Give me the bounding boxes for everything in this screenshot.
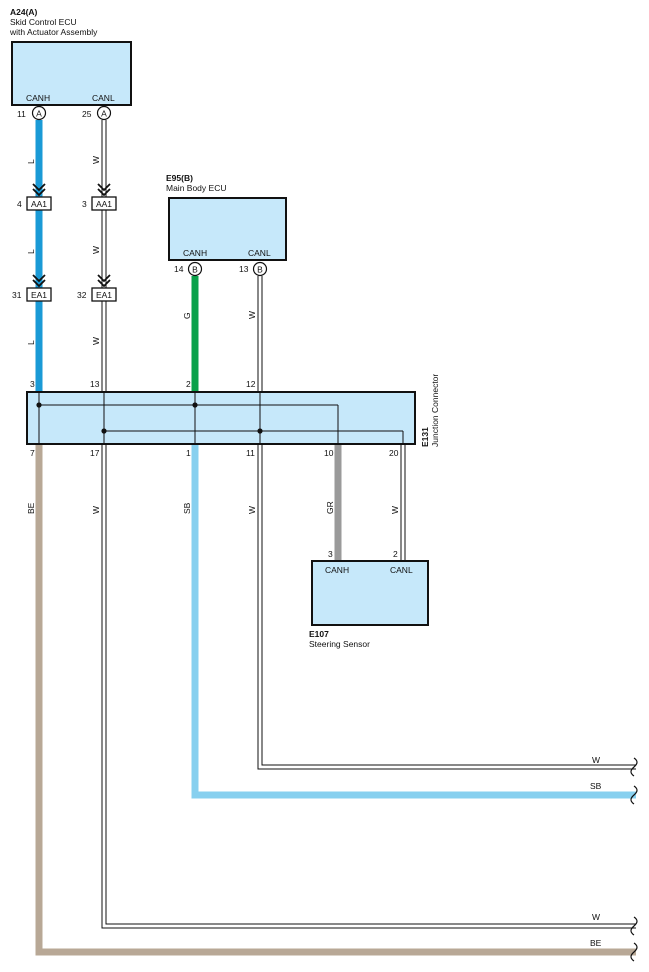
e95-canl-label: CANL [248, 248, 271, 258]
svg-text:B: B [192, 265, 198, 275]
e95-connector-b-left: B [187, 261, 203, 277]
e107-code: E107 [309, 629, 329, 639]
e107-steering-sensor-box [311, 560, 429, 626]
connector-aa1-left-label: AA1 [31, 199, 47, 209]
connector-ea1-right [91, 287, 117, 302]
e95-canl-pin-number: 13 [239, 264, 249, 274]
e131-internal-bus [36, 392, 404, 444]
e131-bottom-pin-10: 10 [324, 448, 334, 458]
e131-name: Junction Connector [430, 374, 440, 447]
e131-code: E131 [420, 427, 430, 447]
chevron-aa1-right [97, 183, 111, 197]
e107-canh-pin-number: 3 [328, 549, 333, 559]
connector-ea1-left-label: EA1 [31, 290, 47, 300]
wire-label-w-3: W [91, 337, 101, 345]
connector-aa1-right-pin: 3 [82, 199, 87, 209]
e131-bottom-pin-20: 20 [389, 448, 399, 458]
chevron-ea1-left [32, 274, 46, 288]
wire-label-w-7: W [390, 506, 400, 514]
e95-name: Main Body ECU [166, 183, 226, 193]
wire-label-sb: SB [182, 502, 192, 514]
e131-bottom-pin-1: 1 [186, 448, 191, 458]
wire-w-out-upper [257, 444, 636, 770]
wire-label-g: G [182, 312, 192, 319]
a24-canh-label: CANH [26, 93, 50, 103]
out-wire-label-w-upper: W [592, 755, 600, 765]
svg-text:B: B [257, 265, 263, 275]
connector-aa1-right-label: AA1 [96, 199, 112, 209]
a24-name-2: with Actuator Assembly [9, 27, 98, 37]
wire-label-w-1: W [91, 156, 101, 164]
wire-label-l-3: L [26, 340, 36, 345]
a24-connector-a-left: A [31, 105, 47, 121]
wire-label-be: BE [26, 502, 36, 514]
chevron-ea1-right [97, 274, 111, 288]
e95-main-body-ecu-box [168, 197, 287, 261]
e131-bottom-pin-11: 11 [246, 448, 255, 458]
wire-label-l-2: L [26, 249, 36, 254]
chevron-aa1-left [32, 183, 46, 197]
connector-ea1-right-pin: 32 [77, 290, 87, 300]
e107-canh-label: CANH [325, 565, 349, 575]
e131-bottom-pin-7: 7 [30, 448, 35, 458]
out-wire-label-sb: SB [590, 781, 602, 791]
wire-label-w-5: W [91, 506, 101, 514]
e107-canl-pin-number: 2 [393, 549, 398, 559]
e131-bottom-pin-17: 17 [90, 448, 100, 458]
wire-sb [191, 444, 636, 799]
svg-text:A: A [36, 109, 42, 119]
a24-connector-a-right: A [96, 105, 112, 121]
connector-ea1-left [26, 287, 52, 302]
a24-canl-label: CANL [92, 93, 115, 103]
wire-label-gr: GR [325, 501, 335, 514]
wire-label-w-6: W [247, 506, 257, 514]
a24-skid-control-ecu-box [11, 41, 132, 106]
e95-canh-pin-number: 14 [174, 264, 184, 274]
e107-canl-label: CANL [390, 565, 413, 575]
e95-canh-label: CANH [183, 248, 207, 258]
e131-top-pin-3: 3 [30, 379, 35, 389]
out-wire-label-w-lower: W [592, 912, 600, 922]
connector-aa1-left [26, 196, 52, 211]
e95-connector-b-right: B [252, 261, 268, 277]
svg-text:A: A [101, 109, 107, 119]
out-wire-label-be: BE [590, 938, 602, 948]
connector-ea1-left-pin: 31 [12, 290, 22, 300]
e131-top-pin-13: 13 [90, 379, 100, 389]
connector-aa1-right [91, 196, 117, 211]
connector-ea1-right-label: EA1 [96, 290, 112, 300]
a24-canl-pin-number: 25 [82, 109, 92, 119]
e107-name: Steering Sensor [309, 639, 370, 649]
break-marks [630, 757, 638, 962]
wire-label-w-4: W [247, 311, 257, 319]
a24-name-1: Skid Control ECU [10, 17, 77, 27]
wire-be [35, 444, 636, 956]
wire-label-l-1: L [26, 159, 36, 164]
connector-aa1-left-pin: 4 [17, 199, 22, 209]
e131-junction-connector-box [26, 391, 416, 445]
e95-code: E95(B) [166, 173, 193, 183]
e131-top-pin-2: 2 [186, 379, 191, 389]
e131-top-pin-12: 12 [246, 379, 256, 389]
wire-w-out-lower [101, 444, 636, 929]
wire-label-w-2: W [91, 246, 101, 254]
a24-code: A24(A) [10, 7, 38, 17]
a24-canh-pin-number: 11 [17, 109, 26, 119]
